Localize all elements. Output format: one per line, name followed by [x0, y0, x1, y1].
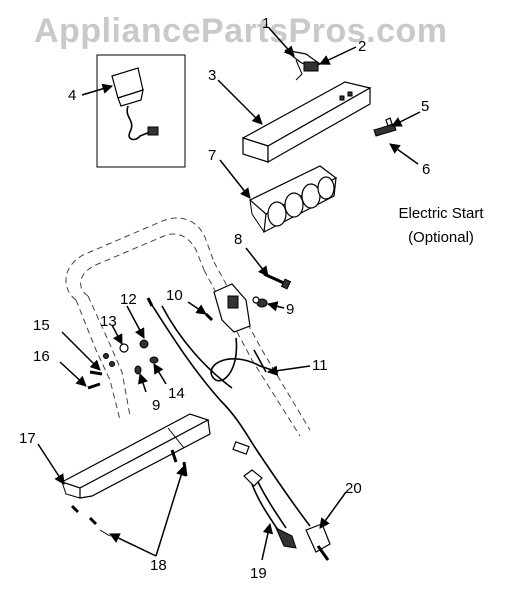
callout-18: 18 [150, 557, 167, 574]
watermark-text: AppliancePartsPros.com [34, 12, 447, 50]
switch-box-part [204, 283, 251, 333]
callout-1: 1 [262, 15, 270, 32]
callout-10: 10 [166, 287, 183, 304]
callout-7: 7 [208, 147, 216, 164]
callout-labels: 1 2 3 4 5 6 7 8 9 10 11 12 13 14 15 16 9… [19, 15, 430, 582]
callout-11: 11 [312, 357, 328, 374]
nut-9-upper-part [252, 296, 268, 308]
hardware-cluster-part [87, 339, 159, 390]
battery-pack-part [248, 165, 338, 234]
harness-11-part [146, 297, 279, 455]
callout-5: 5 [421, 98, 429, 115]
bracket-plate-part [60, 413, 211, 499]
caption: Electric Start (Optional) [398, 205, 484, 246]
connector-harness-19-part [243, 445, 311, 549]
leader-lines [37, 27, 421, 561]
switch-key-part [284, 49, 322, 81]
callout-12: 12 [120, 291, 137, 308]
callout-9-lower: 9 [152, 397, 160, 414]
callout-3: 3 [208, 67, 216, 84]
callout-15: 15 [33, 317, 50, 334]
callout-14: 14 [168, 385, 185, 402]
caption-line-2: (Optional) [408, 229, 474, 246]
callout-16: 16 [33, 348, 50, 365]
bolt-part [373, 117, 397, 137]
battery-charger-part [96, 54, 186, 168]
callout-9-upper: 9 [286, 301, 294, 318]
callout-13: 13 [100, 313, 117, 330]
callout-19: 19 [250, 565, 267, 582]
callout-6: 6 [422, 161, 430, 178]
callout-2: 2 [358, 38, 366, 55]
callout-20: 20 [345, 480, 362, 497]
callout-8: 8 [234, 231, 242, 248]
bolt-8-part [263, 272, 292, 290]
handle-dashed [65, 217, 311, 437]
callout-4: 4 [68, 87, 76, 104]
battery-cover-part [241, 81, 372, 164]
callout-17: 17 [19, 430, 36, 447]
plug-20-part [305, 523, 331, 561]
caption-line-1: Electric Start [398, 205, 484, 222]
